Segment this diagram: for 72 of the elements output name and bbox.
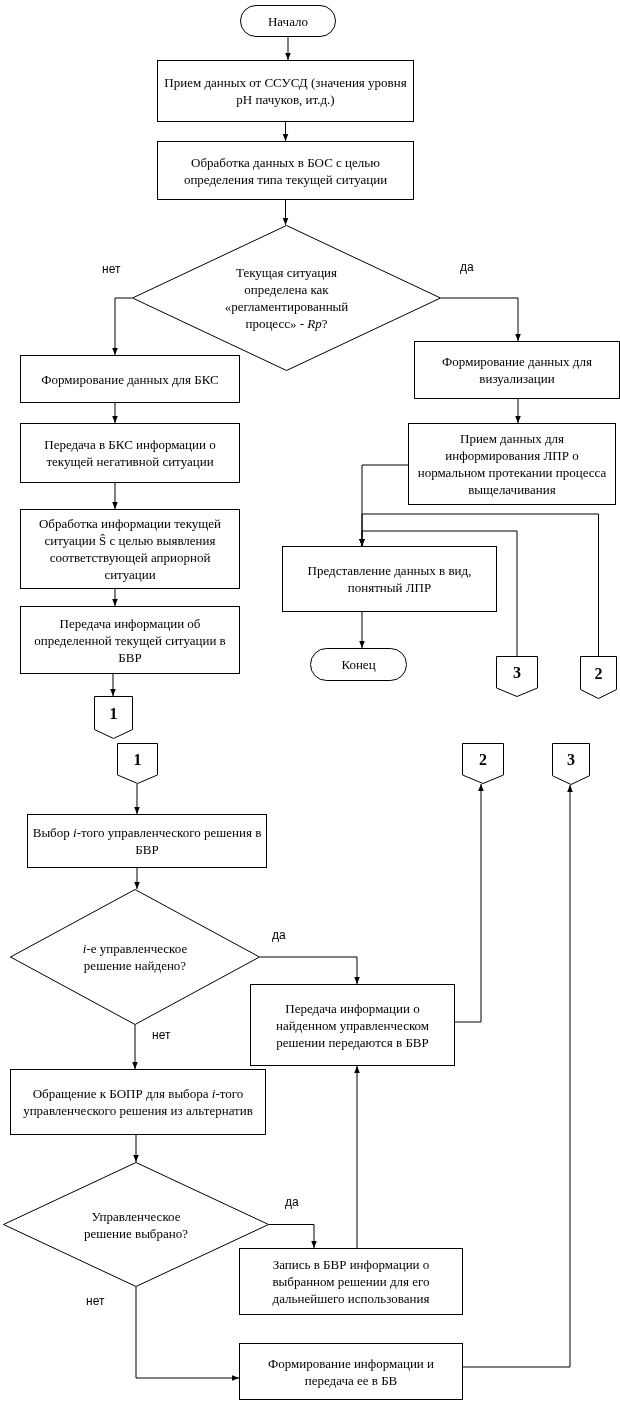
connector-arrow bbox=[354, 1065, 360, 1249]
decision-diamond bbox=[10, 889, 260, 1025]
process-box bbox=[20, 423, 240, 483]
connector-number: 1 bbox=[109, 703, 118, 724]
connector-number: 2 bbox=[479, 749, 487, 770]
connector-arrow bbox=[133, 1134, 139, 1163]
connector-arrow bbox=[112, 588, 118, 607]
terminator-shape bbox=[310, 648, 407, 681]
decision-text: i-е управленческое решение найдено? bbox=[81, 940, 189, 974]
process-text: Запись в БВР информации о выбранном решении для его дальнейшего использования bbox=[271, 1256, 431, 1307]
off-page-connector bbox=[552, 743, 590, 785]
connector-arrow bbox=[440, 297, 521, 342]
connector-arrow bbox=[359, 513, 599, 657]
connector-number: 1 bbox=[133, 749, 142, 770]
connector-arrow bbox=[112, 297, 133, 356]
process-box bbox=[27, 814, 267, 868]
connector-arrow bbox=[259, 956, 360, 985]
connector-arrow bbox=[112, 482, 118, 510]
off-page-connector bbox=[462, 743, 504, 784]
off-page-connector bbox=[496, 656, 538, 697]
process-box bbox=[239, 1343, 463, 1400]
process-text: Передача информации о найденном управленческом решении передаются в БВР bbox=[274, 999, 431, 1051]
connector-arrow bbox=[134, 783, 140, 815]
process-box bbox=[408, 423, 616, 505]
connector-arrow bbox=[282, 199, 289, 226]
process-text: Выбор i-того управленческого решения в БВР bbox=[32, 824, 262, 858]
process-box bbox=[414, 341, 620, 399]
process-box bbox=[282, 546, 497, 612]
connector-arrow bbox=[135, 1286, 240, 1381]
off-page-connector bbox=[580, 656, 617, 699]
connector-arrow bbox=[132, 1024, 138, 1070]
process-text: Прием данных для информирования ЛПР о нормальном протекании процесса выщелачивания bbox=[416, 430, 608, 498]
process-box bbox=[20, 355, 240, 403]
process-text: Представление данных в вид, понятный ЛПР bbox=[306, 562, 473, 596]
connector-number: 3 bbox=[567, 750, 575, 770]
process-box bbox=[20, 509, 240, 589]
connector-number: 2 bbox=[594, 663, 603, 684]
off-page-connector bbox=[94, 696, 133, 739]
process-text: Обращение к БОПР для выбора i-того управленческого решения из альтернатив bbox=[22, 1085, 254, 1119]
decision-text: Управленческое решение выбрано? bbox=[83, 1207, 189, 1242]
process-box bbox=[239, 1248, 463, 1315]
process-text: Обработка данных в БОС с целью определения типа текущей ситуации bbox=[182, 153, 389, 188]
process-box bbox=[157, 141, 414, 200]
process-text: Формирование информации и передача ее в БВ bbox=[266, 1354, 436, 1389]
process-text: Передача информации об определенной текущей ситуации в БВР bbox=[33, 614, 227, 666]
process-text: Обработка информации текущей ситуации Ŝ с целью выявления соответствующей априорной ситуации bbox=[38, 515, 222, 583]
process-text: Формирование данных для визуализации bbox=[441, 353, 593, 387]
connector-arrow bbox=[454, 783, 484, 1023]
off-page-connector bbox=[117, 743, 158, 784]
connector-arrow bbox=[462, 784, 573, 1368]
connector-arrow bbox=[285, 36, 291, 61]
decision-diamond bbox=[3, 1162, 269, 1287]
terminal-text: Начало bbox=[267, 12, 309, 30]
decision-diamond bbox=[132, 225, 441, 371]
process-text: Формирование данных для БКС bbox=[41, 370, 219, 388]
connector-arrow bbox=[359, 611, 365, 649]
connector-arrow bbox=[282, 121, 289, 142]
terminal-text: Конец bbox=[341, 656, 376, 673]
connector-arrow bbox=[515, 398, 521, 424]
terminator-shape bbox=[240, 5, 336, 37]
connector-arrow bbox=[110, 673, 116, 697]
connector-arrow bbox=[134, 867, 140, 890]
connector-arrow bbox=[268, 1224, 317, 1249]
process-text: Передача в БКС информации о текущей негативной ситуации bbox=[43, 436, 217, 470]
process-box bbox=[10, 1069, 266, 1135]
process-box bbox=[250, 984, 455, 1066]
decision-text: Текущая ситуация определена как «регламентированный процесс» - Rp? bbox=[223, 264, 350, 332]
process-text: Прием данных от ССУСД (значения уровня pH пачуков, ит.д.) bbox=[163, 74, 408, 108]
process-box bbox=[20, 606, 240, 674]
process-box bbox=[157, 60, 414, 122]
connector-arrow bbox=[112, 402, 118, 424]
connector-number: 3 bbox=[513, 662, 521, 683]
